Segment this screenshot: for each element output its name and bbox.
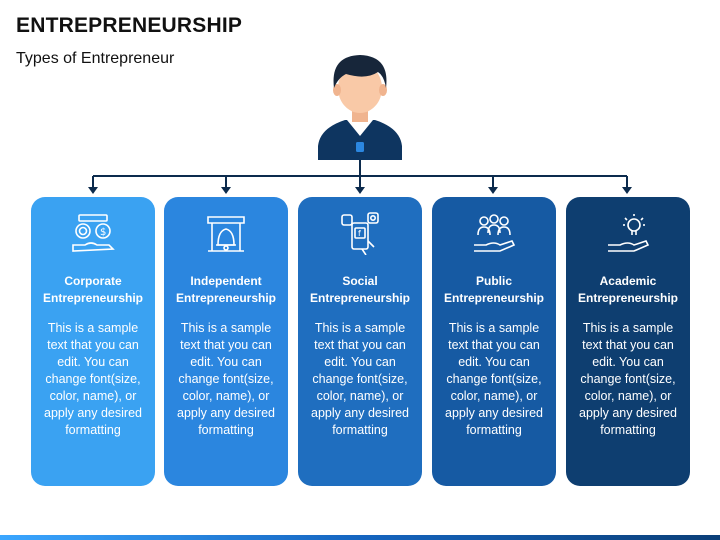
people-hand-icon bbox=[432, 211, 556, 255]
card-heading: Public Entrepreneurship bbox=[443, 274, 545, 305]
card-body: This is a sample text that you can edit.… bbox=[311, 321, 409, 437]
social-media-phone-icon: f bbox=[298, 211, 422, 255]
card-corporate: $ Corporate Entrepreneurship This is a s… bbox=[31, 197, 155, 486]
card-academic: Academic Entrepreneurship This is a samp… bbox=[566, 197, 690, 486]
card-body: This is a sample text that you can edit.… bbox=[579, 321, 677, 437]
page-title: ENTREPRENEURSHIP bbox=[16, 14, 243, 37]
card-body: This is a sample text that you can edit.… bbox=[177, 321, 275, 437]
card-body: This is a sample text that you can edit.… bbox=[44, 321, 142, 437]
card-heading: Independent Entrepreneurship bbox=[175, 274, 277, 305]
bell-shop-icon bbox=[164, 211, 288, 255]
page-subtitle: Types of Entrepreneur bbox=[16, 50, 175, 67]
card-independent: Independent Entrepreneurship This is a s… bbox=[164, 197, 288, 486]
bottom-accent-bar bbox=[0, 535, 720, 540]
money-hand-icon: $ bbox=[31, 211, 155, 255]
card-heading: Corporate Entrepreneurship bbox=[42, 274, 144, 305]
card-social: f Social Entrepreneurship This is a samp… bbox=[298, 197, 422, 486]
lightbulb-hand-icon bbox=[566, 211, 690, 255]
card-body: This is a sample text that you can edit.… bbox=[445, 321, 543, 437]
svg-text:f: f bbox=[358, 229, 361, 238]
card-public: Public Entrepreneurship This is a sample… bbox=[432, 197, 556, 486]
card-heading: Social Entrepreneurship bbox=[309, 274, 411, 305]
card-heading: Academic Entrepreneurship bbox=[577, 274, 679, 305]
person-icon bbox=[318, 55, 402, 160]
svg-text:$: $ bbox=[100, 227, 106, 238]
